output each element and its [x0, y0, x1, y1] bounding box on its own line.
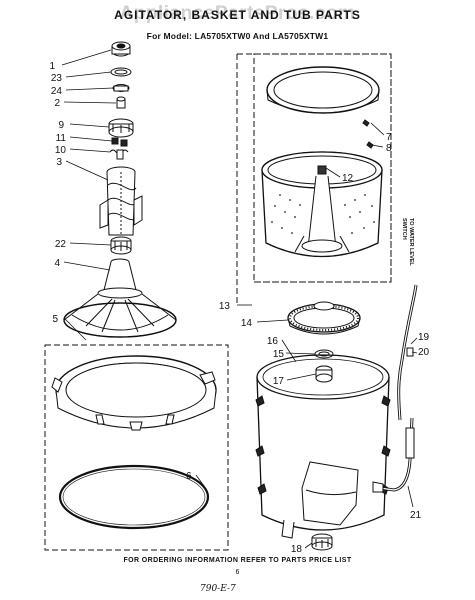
callout-18: 18: [291, 544, 303, 555]
callout-12: 12: [342, 173, 354, 184]
callout-17: 17: [273, 376, 285, 387]
watermark: AppliancePartsPros.com: [119, 3, 356, 24]
outer-tub: [255, 354, 391, 539]
callout-6: 6: [186, 471, 192, 482]
callout-1: 1: [49, 61, 55, 72]
dashed-box-tub-ring: [44, 344, 229, 551]
dashed-box-basket: [237, 53, 392, 283]
side-note-line-2: SWITCH: [401, 218, 407, 240]
dog-spring: [109, 149, 129, 160]
callout-7: 7: [386, 132, 392, 143]
callout-22: 22: [55, 239, 67, 250]
callout-20: 20: [418, 347, 430, 358]
agitator-cap: [111, 41, 131, 57]
callout-19: 19: [418, 332, 430, 343]
callout-21: 21: [410, 510, 422, 521]
page-number: 6: [235, 569, 240, 576]
agitator-bearing: [110, 236, 132, 255]
tub-ring-gasket: [58, 464, 210, 530]
callout-4: 4: [54, 258, 60, 269]
leader-lines: [61, 49, 418, 549]
diagram-title: AGITATOR, BASKET AND TUB PARTS: [114, 8, 361, 22]
model-line: For Model: LA5705XTW0 And LA5705XTW1: [146, 31, 329, 41]
agitator-auger: [99, 166, 143, 236]
ring-screws: [362, 119, 374, 149]
callout-15: 15: [273, 349, 285, 360]
callout-16: 16: [267, 336, 279, 347]
callout-11: 11: [56, 133, 67, 144]
agitator-seal: [110, 67, 132, 77]
water-level-switch-note: TO WATER LEVEL SWITCH: [400, 218, 414, 288]
balance-ring: [266, 66, 380, 114]
basket-drive-hub: [287, 301, 361, 335]
callout-13: 13: [219, 301, 231, 312]
callout-9: 9: [58, 120, 64, 131]
side-note-line-1: TO WATER LEVEL: [408, 218, 414, 266]
tub-drain-fitting: [311, 533, 333, 551]
spin-basket: [261, 151, 383, 258]
agitator-base: [63, 258, 177, 338]
callout-5: 5: [52, 314, 58, 325]
callout-10: 10: [55, 145, 67, 156]
callout-numbers: 1 23 24 2 9 11 10 3 22 4 5 6 7 8 12 13 1…: [49, 61, 429, 555]
agitator-dogs-assembly: [108, 118, 134, 138]
callout-3: 3: [56, 157, 62, 168]
ordering-instruction: FOR ORDERING INFORMATION REFER TO PARTS …: [123, 557, 352, 564]
pressure-hose: [372, 284, 418, 493]
callout-2: 2: [54, 98, 60, 109]
agitator-bolt-cap: [116, 96, 126, 109]
tub-ring: [51, 355, 217, 431]
agitator-dog: [111, 137, 128, 147]
handwritten-note: 790-E-7: [200, 584, 236, 594]
callout-14: 14: [241, 318, 253, 329]
callout-24: 24: [51, 86, 63, 97]
callout-8: 8: [386, 143, 392, 154]
callout-23: 23: [51, 73, 63, 84]
agitator-cam: [112, 84, 130, 92]
